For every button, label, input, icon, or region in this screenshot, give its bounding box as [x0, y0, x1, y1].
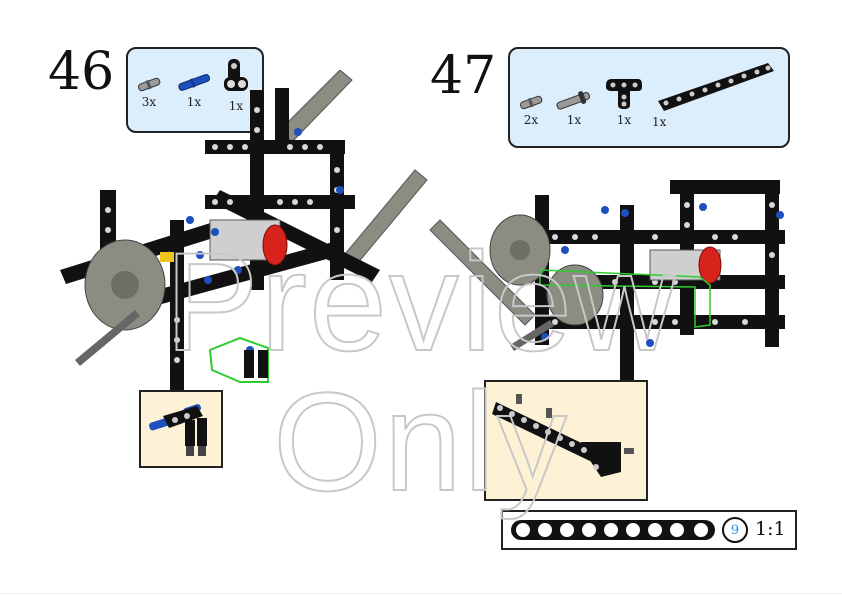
part-item: 1x: [652, 57, 778, 129]
blue-axle-pin-icon: [178, 74, 211, 91]
step-number-47: 47: [430, 46, 497, 106]
t-beam-icon: [606, 79, 642, 109]
beam-assembly-icon: [492, 394, 634, 477]
callout-step-46: [139, 390, 223, 468]
length-badge: 9: [722, 517, 748, 543]
pin-icon: [519, 95, 543, 110]
step-number-46: 46: [48, 42, 115, 102]
model-render-step-47: [429, 180, 785, 385]
angle-connector-icon: [224, 59, 248, 91]
subassembly-icon: [149, 404, 207, 456]
part-item: 3x: [136, 75, 162, 109]
part-item: 1x: [176, 71, 212, 109]
part-item: 1x: [222, 57, 250, 113]
callout-step-47: [484, 380, 648, 501]
scale-ratio: 1:1: [755, 518, 786, 540]
scale-indicator: 9 1:1: [501, 510, 797, 550]
parts-list-step-47: 2x 1x 1x 1x: [508, 47, 790, 148]
part-item: 1x: [604, 75, 644, 127]
beam-9-scale-icon: [511, 520, 715, 540]
long-pin-icon: [556, 91, 591, 110]
part-item: 2x: [518, 93, 544, 127]
model-render-step-46: [60, 70, 428, 390]
pin-icon: [137, 77, 161, 92]
parts-list-step-46: 3x 1x 1x: [126, 47, 264, 133]
beam-9-icon: [658, 63, 774, 111]
page-bottom-divider: [0, 593, 842, 594]
length-label: 9: [730, 522, 740, 538]
part-item: 1x: [554, 89, 594, 127]
